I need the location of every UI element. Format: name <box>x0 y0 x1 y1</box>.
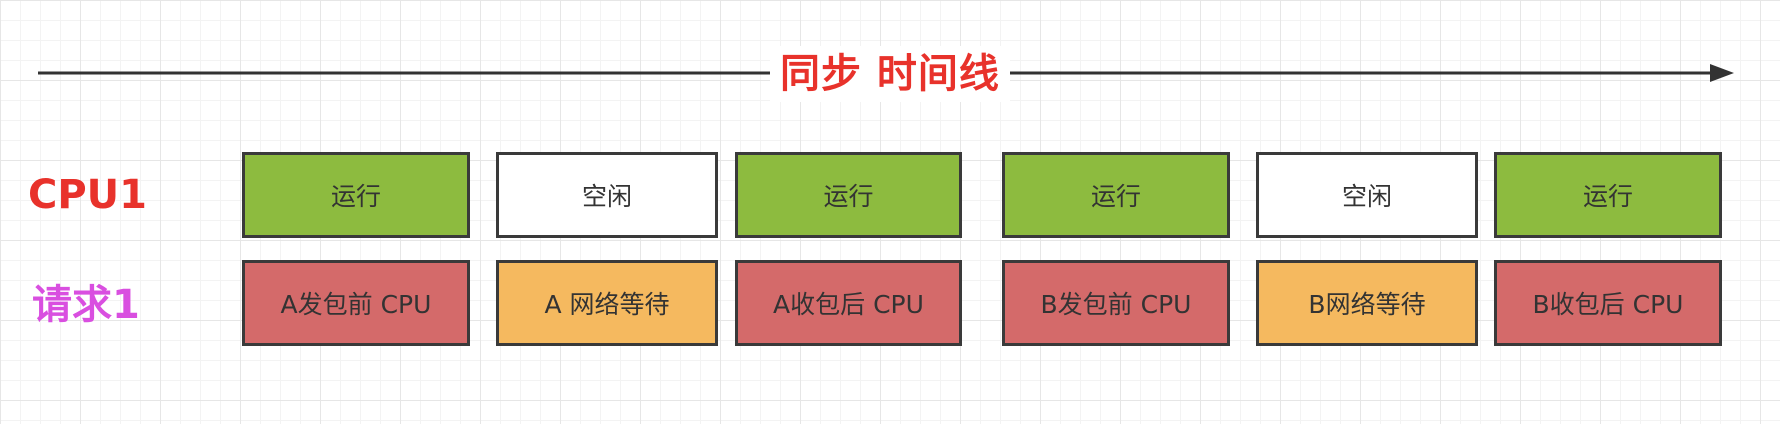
request-box-5: B网络等待 <box>1256 260 1478 346</box>
request-box-3: A收包后 CPU <box>735 260 962 346</box>
request-row-label: 请求1 <box>32 282 140 328</box>
timeline-title: 同步 时间线 <box>770 46 1010 102</box>
cpu-box-6: 运行 <box>1494 152 1722 238</box>
cpu-box-4: 运行 <box>1002 152 1230 238</box>
request-box-6: B收包后 CPU <box>1494 260 1722 346</box>
request-box-4: B发包前 CPU <box>1002 260 1230 346</box>
timeline-arrowhead <box>1710 64 1734 82</box>
request-box-1: A发包前 CPU <box>242 260 470 346</box>
cpu-box-3: 运行 <box>735 152 962 238</box>
cpu-box-1: 运行 <box>242 152 470 238</box>
request-box-2: A 网络等待 <box>496 260 718 346</box>
cpu-box-5: 空闲 <box>1256 152 1478 238</box>
cpu-box-2: 空闲 <box>496 152 718 238</box>
cpu-row-label: CPU1 <box>28 172 147 218</box>
